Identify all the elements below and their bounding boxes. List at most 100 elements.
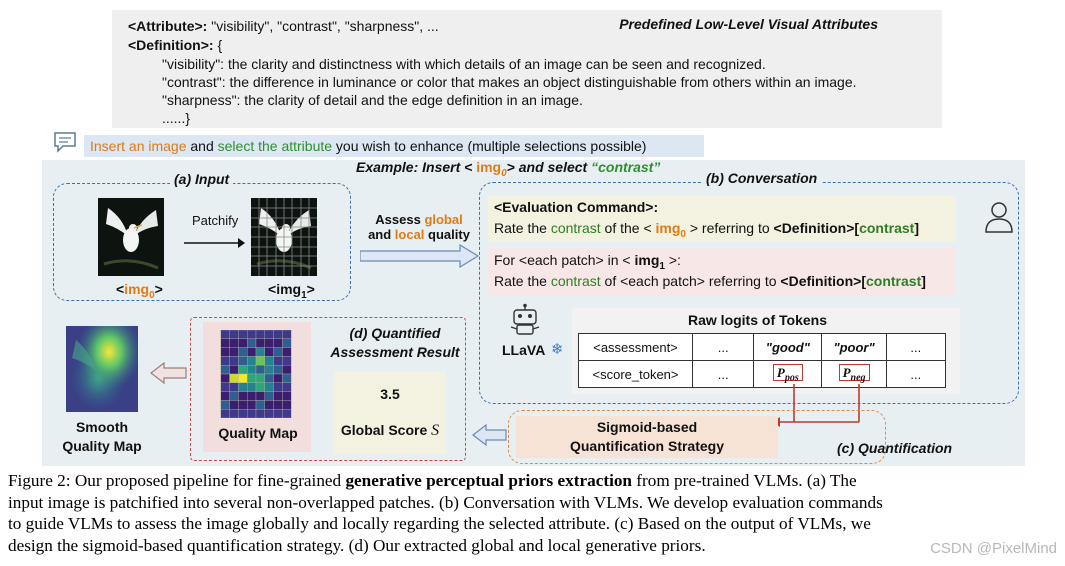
- quality-map-cell: [247, 391, 257, 401]
- quality-map-cell: [273, 338, 283, 348]
- quality-map-cell: [273, 391, 283, 401]
- quality-map-cell: [247, 409, 257, 418]
- quality-map-cell: [273, 365, 283, 375]
- quality-map-cell: [247, 330, 257, 339]
- attribute-values: "visibility", "contrast", "sharpness", .…: [207, 18, 439, 34]
- table-cell: <score_token>: [577, 360, 694, 388]
- quality-map-cell: [264, 347, 274, 357]
- figure-caption: Figure 2: Our proposed pipeline for fine…: [8, 470, 1060, 556]
- quality-map-label: Quality Map: [218, 425, 298, 441]
- quality-map-cell: [264, 365, 274, 375]
- quality-map-cell: [238, 409, 248, 418]
- quality-map-cell: [273, 373, 283, 383]
- quality-map-cell: [229, 365, 239, 375]
- patched-image: [251, 198, 317, 276]
- quality-map-cell: [247, 365, 257, 375]
- quality-map-cell: [247, 338, 257, 348]
- llava-label: LLaVA: [502, 342, 546, 358]
- attribute-line: <Attribute>: "visibility", "contrast", "…: [128, 18, 439, 35]
- quality-map-cell: [282, 373, 292, 383]
- quality-map-cell: [282, 347, 292, 357]
- quality-map-cell: [229, 347, 239, 357]
- result-label: (d) Quantified Assessment Result: [330, 325, 460, 360]
- quality-map-cell: [273, 382, 283, 392]
- quality-map-cell: [229, 382, 239, 392]
- quality-map-cell: [255, 330, 265, 339]
- watermark: CSDN @PixelMind: [930, 540, 1057, 557]
- quality-map-cell: [282, 365, 292, 375]
- quality-map-cell: [229, 338, 239, 348]
- patchify-arrow-icon: [184, 238, 245, 248]
- logits-title: Raw logits of Tokens: [688, 312, 827, 328]
- quality-map-cell: [273, 400, 283, 410]
- definition-close: ......}: [162, 110, 191, 126]
- definition-visibility: "visibility": the clarity and distinctne…: [162, 56, 766, 72]
- snowflake-icon: ❄: [551, 341, 564, 358]
- table-row: <score_token> ... Ppos Pneg ...: [577, 360, 947, 388]
- attribute-tag: <Attribute>:: [128, 18, 208, 34]
- global-command-box: [488, 196, 956, 242]
- quality-map-cell: [229, 373, 239, 383]
- quality-map-cell: [273, 347, 283, 357]
- for-each-patch-line: For <each patch> in < img1 >:: [494, 252, 681, 272]
- input-image: [98, 198, 164, 276]
- quality-map-cell: [255, 373, 265, 383]
- caption-line: design the sigmoid-based quantification …: [8, 535, 706, 555]
- p-neg-cell: Pneg: [821, 360, 887, 388]
- robot-icon: [510, 303, 540, 335]
- quality-map-cell: [229, 356, 239, 366]
- quality-map-cell: [264, 409, 274, 418]
- example-text: Example: Insert < img0> and select “cont…: [356, 159, 661, 179]
- quality-map-cell: [238, 356, 248, 366]
- quality-map-cell: [220, 338, 230, 348]
- quality-map-cell: [247, 356, 257, 366]
- quality-map-cell: [273, 409, 283, 418]
- quality-map-cell: [264, 330, 274, 339]
- quality-map-cell: [229, 391, 239, 401]
- quality-map-cell: [282, 330, 292, 339]
- local-command-box: [488, 248, 956, 296]
- instruction-and: and: [186, 138, 218, 154]
- quality-map-cell: [220, 347, 230, 357]
- table-cell: "good": [753, 333, 823, 361]
- table-cell: ...: [885, 333, 947, 361]
- quality-map-cell: [229, 330, 239, 339]
- definition-tag: <Definition>:: [128, 37, 214, 53]
- quality-map-cell: [255, 356, 265, 366]
- quantification-connectors: [772, 384, 860, 427]
- quality-map-cell: [264, 373, 274, 383]
- quality-map-grid: [220, 330, 292, 418]
- smooth-arrow-icon: [150, 362, 187, 384]
- chat-bubble-icon: [54, 132, 76, 153]
- quality-map-cell: [264, 382, 274, 392]
- quantification-section: [508, 410, 886, 464]
- quality-map-cell: [255, 347, 265, 357]
- table-cell: <assessment>: [577, 333, 694, 361]
- quality-map-cell: [255, 391, 265, 401]
- table-cell: ...: [692, 333, 755, 361]
- quality-map-cell: [238, 338, 248, 348]
- quality-map-cell: [255, 338, 265, 348]
- sigmoid-strategy-box: [516, 416, 778, 458]
- quality-map-cell: [255, 409, 265, 418]
- sigmoid-strategy-text: Sigmoid-based Quantification Strategy: [569, 419, 725, 454]
- caption-line: to guide VLMs to assess the image global…: [8, 514, 871, 533]
- quality-map-cell: [255, 365, 265, 375]
- definition-open: {: [213, 37, 223, 53]
- caption-line: Figure 2: Our proposed pipeline for fine…: [8, 471, 857, 490]
- quality-map-cell: [220, 330, 230, 339]
- quality-map-cell: [247, 373, 257, 383]
- instruction-select-attribute: select the attribute: [217, 138, 333, 154]
- quality-map-cell: [238, 382, 248, 392]
- definitions-title: Predefined Low-Level Visual Attributes: [619, 16, 878, 32]
- global-score-value: 3.5: [380, 386, 400, 402]
- definition-sharpness: "sharpness": the clarity of detail and t…: [162, 92, 583, 108]
- table-row: <assessment> ... "good" "poor" ...: [577, 333, 947, 361]
- pipeline-panel: (a) Input <img0> Patchify: [42, 160, 1025, 466]
- quality-map-cell: [238, 347, 248, 357]
- caption-line: input image is patchified into several n…: [8, 492, 883, 512]
- quality-map-cell: [282, 400, 292, 410]
- definition-contrast: "contrast": the difference in luminance …: [162, 74, 857, 90]
- quality-map-cell: [282, 338, 292, 348]
- quality-map-cell: [255, 400, 265, 410]
